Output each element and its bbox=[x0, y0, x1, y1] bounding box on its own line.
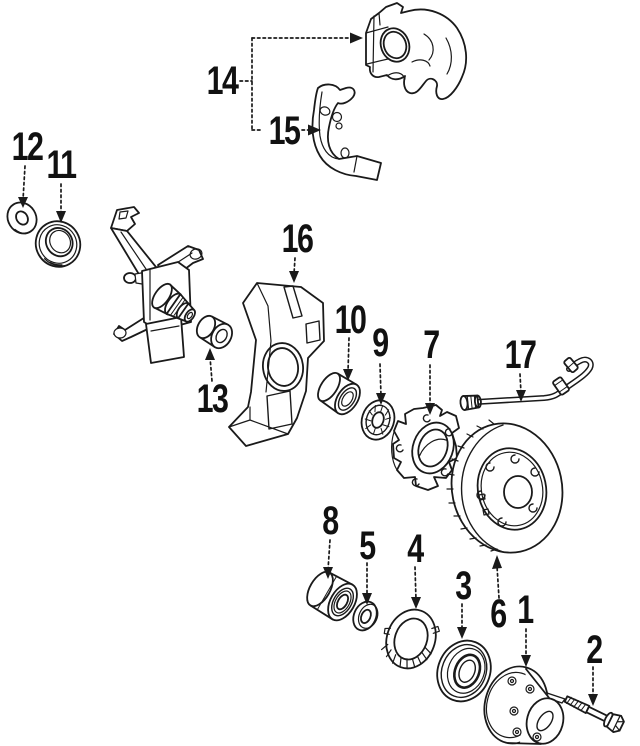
oil-seal-illustration bbox=[34, 220, 82, 268]
leader-16 bbox=[289, 257, 299, 283]
callout-4[interactable]: 4 bbox=[407, 527, 424, 571]
grease-seal-illustration bbox=[436, 639, 492, 703]
callout-7[interactable]: 7 bbox=[423, 323, 440, 367]
leader-10 bbox=[343, 337, 353, 381]
leader-6 bbox=[492, 555, 502, 599]
callout-17[interactable]: 17 bbox=[504, 333, 537, 377]
leader-5 bbox=[362, 562, 372, 605]
leader-9 bbox=[376, 363, 386, 405]
callout-12[interactable]: 12 bbox=[11, 125, 44, 169]
callout-6[interactable]: 6 bbox=[490, 592, 507, 636]
leader-2 bbox=[588, 666, 598, 706]
callout-1[interactable]: 1 bbox=[517, 588, 534, 632]
leader-14 bbox=[239, 32, 363, 131]
inner-wheel-bearing-illustration bbox=[381, 608, 440, 670]
outer-wheel-bearing-illustration bbox=[306, 570, 358, 622]
leader-11 bbox=[56, 183, 66, 223]
callout-16[interactable]: 16 bbox=[281, 217, 314, 261]
wheel-hub-illustration bbox=[391, 404, 460, 491]
bearing-illustration bbox=[360, 399, 396, 441]
leader-15 bbox=[301, 124, 321, 136]
splash-shield-illustration bbox=[228, 282, 325, 447]
callout-2[interactable]: 2 bbox=[586, 628, 603, 672]
caliper-mount-bracket-illustration bbox=[311, 83, 382, 181]
seal-washer-illustration bbox=[6, 201, 38, 235]
washer-illustration bbox=[352, 600, 379, 632]
callout-15[interactable]: 15 bbox=[268, 109, 301, 153]
brake-rotor-illustration bbox=[446, 419, 564, 554]
brake-hose-illustration bbox=[459, 356, 594, 411]
leader-17 bbox=[516, 373, 526, 402]
callout-13[interactable]: 13 bbox=[196, 377, 229, 421]
leader-4 bbox=[411, 566, 421, 609]
brake-caliper-illustration bbox=[365, 2, 468, 100]
leader-8 bbox=[323, 539, 333, 579]
leader-lines bbox=[18, 32, 598, 706]
bearing-cup-illustration bbox=[317, 371, 361, 416]
callout-14[interactable]: 14 bbox=[206, 59, 239, 103]
callout-8[interactable]: 8 bbox=[322, 499, 339, 543]
callout-10[interactable]: 10 bbox=[334, 298, 367, 342]
leader-12 bbox=[18, 165, 28, 208]
leader-7 bbox=[425, 364, 435, 415]
hub-bolt-illustration bbox=[563, 695, 625, 733]
callout-5[interactable]: 5 bbox=[359, 524, 376, 568]
callout-9[interactable]: 9 bbox=[372, 321, 389, 365]
callout-11[interactable]: 11 bbox=[46, 143, 77, 187]
hub-cap-illustration bbox=[483, 665, 566, 745]
leader-1 bbox=[521, 628, 531, 667]
steering-knuckle-illustration bbox=[110, 206, 204, 364]
bushing-illustration bbox=[195, 314, 233, 350]
leader-13 bbox=[205, 348, 215, 382]
leader-3 bbox=[457, 603, 467, 639]
callout-3[interactable]: 3 bbox=[455, 564, 472, 608]
